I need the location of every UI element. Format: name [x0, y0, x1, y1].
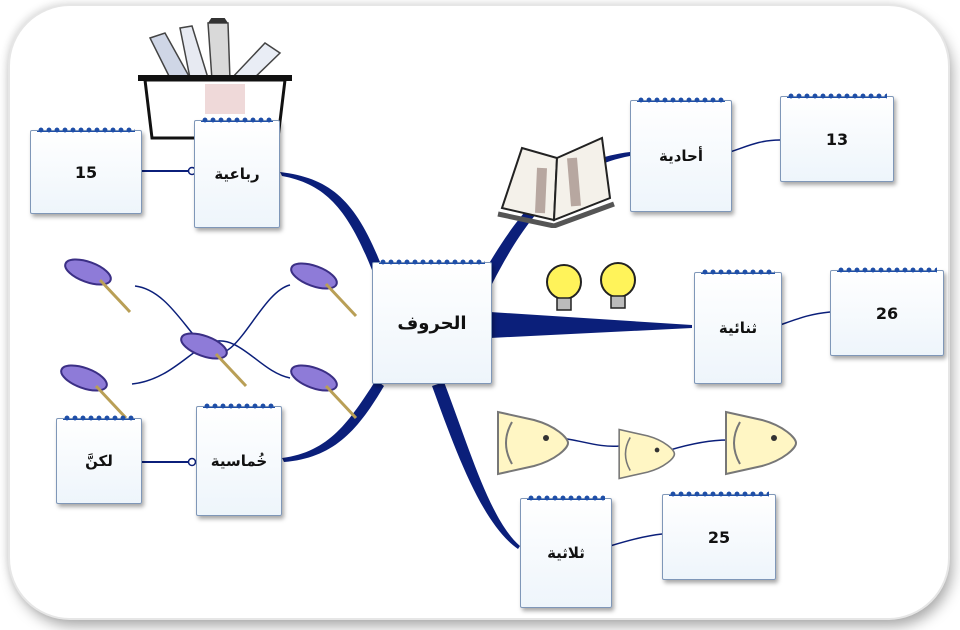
node-single: أحادية: [630, 95, 732, 212]
node-label: خُماسية: [210, 452, 268, 470]
center-node: الحروف: [372, 257, 492, 384]
push-pin-icon: [64, 258, 132, 314]
fish-icon: [618, 428, 676, 480]
fish-icon: [497, 410, 570, 476]
branch-bottom-left: [282, 380, 384, 462]
branch-top-left: [280, 172, 380, 270]
value-node: 25: [662, 489, 776, 580]
value-node: 13: [780, 91, 894, 182]
branch-top-right: [484, 152, 630, 284]
branch-bottom-right: [432, 382, 520, 549]
open-book-icon: [497, 136, 615, 228]
value-label: 13: [825, 129, 849, 149]
light-bulb-icon: [546, 262, 636, 311]
link-13: [729, 139, 781, 153]
value-label: لكنَّ: [85, 452, 113, 470]
value-label: 15: [74, 162, 98, 182]
node-double: ثنائية: [694, 267, 782, 384]
node-quadrilateral: رباعية: [194, 115, 280, 228]
value-node: 15: [30, 125, 142, 214]
node-triple: ثلاثية: [520, 493, 612, 608]
link-26: [779, 311, 831, 326]
node-label: رباعية: [214, 165, 260, 183]
value-node: 26: [830, 265, 944, 356]
node-label: ثنائية: [718, 319, 758, 337]
center-label: الحروف: [397, 312, 467, 334]
push-pin-icon: [290, 364, 358, 420]
value-label: 25: [707, 527, 731, 547]
node-label: ثلاثية: [547, 544, 585, 562]
value-label: 26: [875, 303, 899, 323]
push-pin-icon: [180, 332, 248, 388]
node-label: أحادية: [658, 147, 703, 165]
link-25: [609, 533, 663, 547]
spiral-binding: [379, 257, 485, 267]
push-pin-icon: [290, 262, 358, 318]
fish-line-2: [669, 439, 729, 451]
node-quintuple: خُماسية: [196, 401, 282, 516]
branch-mid-right: [490, 312, 692, 338]
fish-icon: [725, 410, 798, 476]
value-node: لكنَّ: [56, 413, 142, 504]
push-pin-icon: [60, 364, 128, 420]
